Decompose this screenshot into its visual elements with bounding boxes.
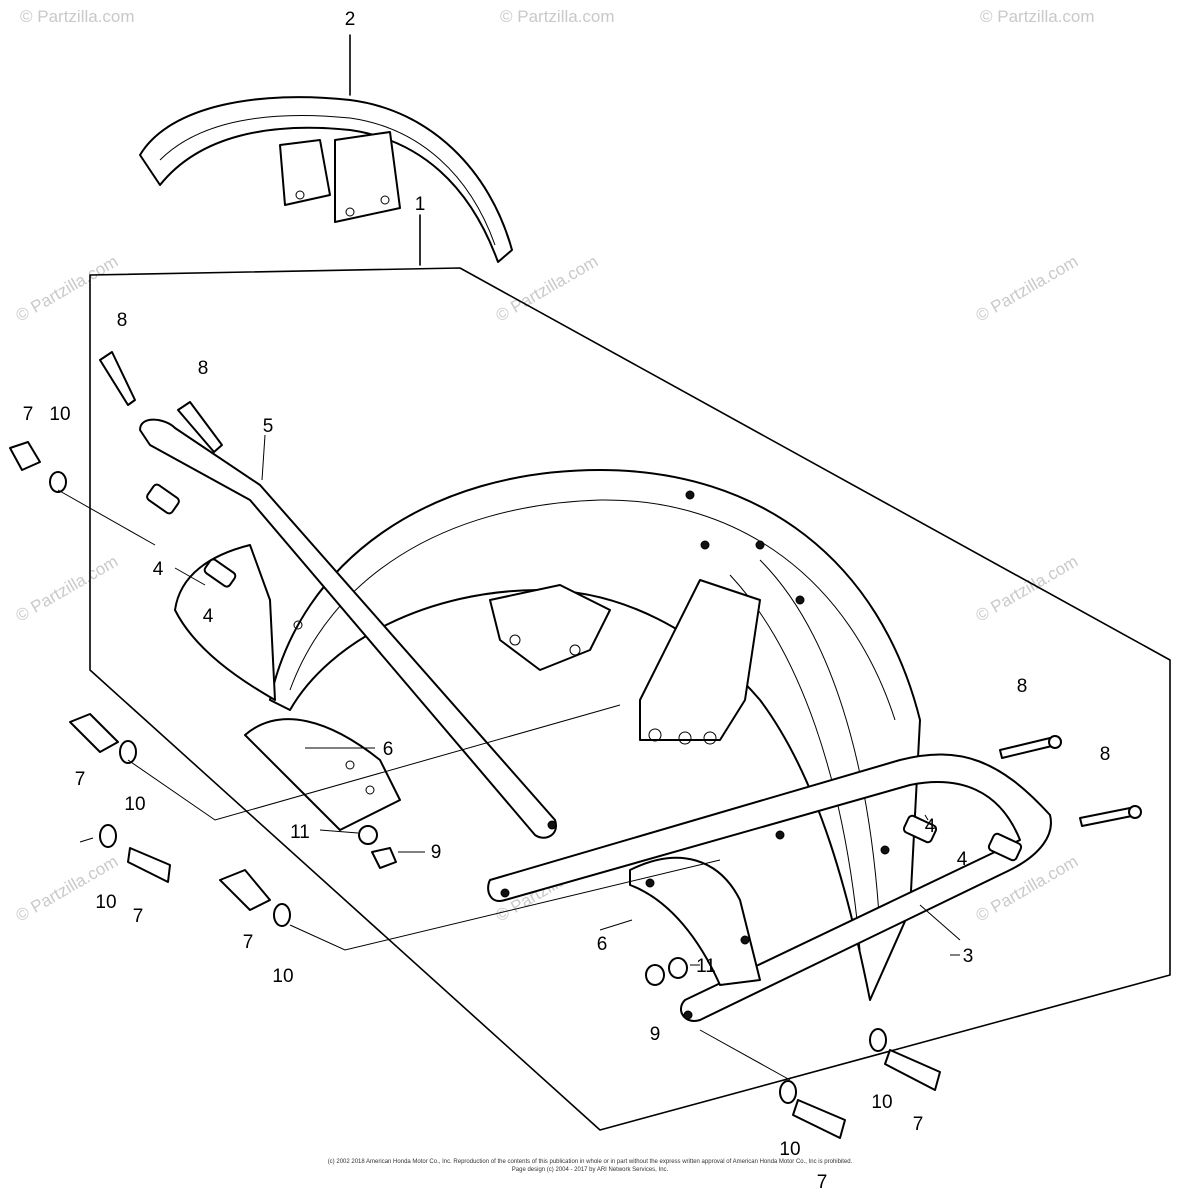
watermark: © Partzilla.com bbox=[13, 552, 122, 626]
callout-7: 7 bbox=[75, 769, 86, 790]
clip-part[interactable] bbox=[146, 483, 1023, 862]
watermark: © Partzilla.com bbox=[20, 7, 135, 26]
callout-11: 11 bbox=[696, 956, 716, 977]
copyright-line: (c) 2002 2018 American Honda Motor Co., … bbox=[327, 1159, 853, 1165]
callout-10: 10 bbox=[272, 966, 293, 987]
callout-8: 8 bbox=[1100, 744, 1111, 765]
callouts: 1 2 3 4 4 4 4 5 6 6 7 7 7 7 7 7 8 8 8 8 … bbox=[23, 9, 1111, 1193]
callout-4: 4 bbox=[925, 816, 936, 837]
watermark: © Partzilla.com bbox=[980, 7, 1095, 26]
copyright-notice: (c) 2002 2018 American Honda Motor Co., … bbox=[250, 1158, 930, 1174]
callout-8: 8 bbox=[198, 358, 209, 379]
right-stay[interactable] bbox=[487, 753, 1052, 1022]
leader-lines bbox=[57, 434, 961, 1081]
watermark: © Partzilla.com bbox=[13, 252, 122, 326]
callout-4: 4 bbox=[153, 559, 164, 580]
callout-6: 6 bbox=[383, 739, 394, 760]
callout-2: 2 bbox=[345, 9, 356, 30]
callout-7: 7 bbox=[913, 1114, 924, 1135]
callout-9: 9 bbox=[431, 842, 442, 863]
callout-10: 10 bbox=[49, 404, 70, 425]
callout-10: 10 bbox=[95, 892, 116, 913]
watermark: © Partzilla.com bbox=[13, 852, 122, 926]
main-fender[interactable] bbox=[269, 469, 921, 1001]
callout-7: 7 bbox=[817, 1172, 828, 1193]
watermark: © Partzilla.com bbox=[973, 252, 1082, 326]
callout-8: 8 bbox=[117, 310, 128, 331]
assembly-outline bbox=[89, 214, 1171, 1131]
callout-7: 7 bbox=[243, 932, 254, 953]
callout-11: 11 bbox=[290, 822, 310, 843]
watermark: © Partzilla.com bbox=[500, 7, 615, 26]
callout-8: 8 bbox=[1017, 676, 1028, 697]
small-fender[interactable] bbox=[139, 34, 513, 263]
callout-9: 9 bbox=[650, 1024, 661, 1045]
callout-7: 7 bbox=[23, 404, 34, 425]
brace-plate-left[interactable] bbox=[244, 718, 401, 831]
callout-6: 6 bbox=[597, 934, 608, 955]
callout-10: 10 bbox=[124, 794, 145, 815]
callout-7: 7 bbox=[133, 906, 144, 927]
callout-5: 5 bbox=[263, 416, 274, 437]
watermark: © Partzilla.com bbox=[973, 552, 1082, 626]
callout-10: 10 bbox=[779, 1139, 800, 1160]
brace-plate-right[interactable] bbox=[629, 856, 761, 986]
callout-3: 3 bbox=[963, 946, 974, 967]
callout-1: 1 bbox=[415, 194, 426, 215]
watermark: © Partzilla.com bbox=[493, 252, 602, 326]
hardware[interactable] bbox=[9, 351, 1142, 1139]
copyright-line: Page design (c) 2004 - 2017 by ARI Netwo… bbox=[511, 1167, 669, 1173]
callout-4: 4 bbox=[957, 849, 968, 870]
left-stay[interactable] bbox=[139, 418, 557, 839]
callout-10: 10 bbox=[871, 1092, 892, 1113]
callout-4: 4 bbox=[203, 606, 214, 627]
